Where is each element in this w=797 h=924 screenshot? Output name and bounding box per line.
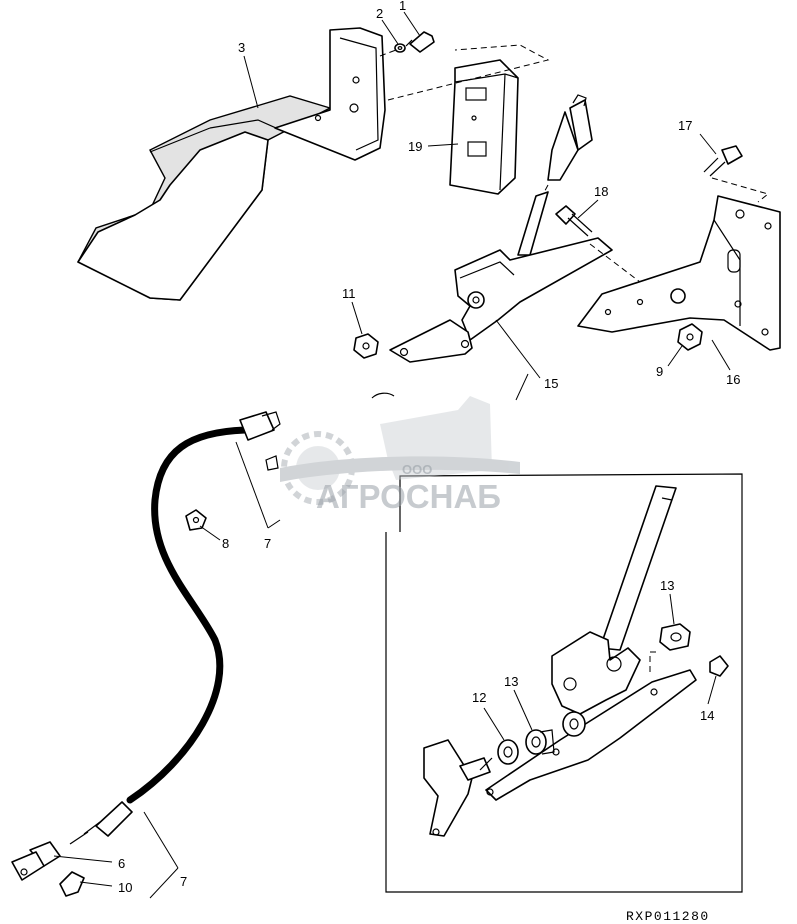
- inset-lever-arm: [423, 739, 491, 837]
- part-9-nut: [677, 323, 703, 351]
- callout-15: 15: [544, 376, 558, 391]
- part-19-block: [449, 59, 519, 195]
- callout-13-upper: 13: [660, 578, 674, 593]
- assembly-line-bolt-1: [379, 49, 397, 57]
- callout-13-lower: 13: [504, 674, 518, 689]
- part-14-clip: [709, 655, 729, 677]
- cable-clip-fragment: [265, 392, 395, 471]
- callout-7b: 7: [180, 874, 187, 889]
- callout-9: 9: [656, 364, 663, 379]
- watermark-logo: ООО АГРОСНАБ: [280, 396, 520, 515]
- part-18-bolt: [555, 205, 593, 237]
- callout-17: 17: [678, 118, 692, 133]
- part-12-washer: [497, 739, 519, 765]
- callout-12: 12: [472, 690, 486, 705]
- part-13-bushing-lower: [525, 729, 555, 755]
- part-2-washer: [394, 43, 406, 53]
- callout-7a: 7: [264, 536, 271, 551]
- callout-11: 11: [342, 286, 356, 301]
- callout-10: 10: [118, 880, 132, 895]
- part-17-bolt: [703, 145, 743, 177]
- callout-3: 3: [238, 40, 245, 55]
- part-3-shroud: [77, 95, 332, 301]
- rod-spring: [517, 94, 593, 256]
- callout-8: 8: [222, 536, 229, 551]
- callout-18: 18: [594, 184, 608, 199]
- inset-spacer: [562, 711, 586, 737]
- mounting-bracket: [274, 27, 386, 161]
- callout-labels: 1 2 3 19 17 18 11 15 9 16 8 7 6 10 7 12 …: [118, 0, 740, 895]
- part-1-bolt: [405, 31, 435, 53]
- callout-16: 16: [726, 372, 740, 387]
- detail-inset: [385, 473, 743, 893]
- callout-1: 1: [399, 0, 406, 13]
- callout-14: 14: [700, 708, 714, 723]
- assembly-line-19: [387, 44, 550, 101]
- part-13-bushing-upper: [659, 623, 691, 651]
- inset-rod: [599, 485, 677, 651]
- callout-6: 6: [118, 856, 125, 871]
- part-10-clip: [59, 871, 85, 897]
- leader-lines: [53, 11, 731, 899]
- inset-clevis: [551, 631, 641, 715]
- part-15-lever-assembly: [389, 237, 613, 363]
- assembly-line-18: [589, 243, 641, 283]
- part-7-control-cable: [11, 411, 281, 881]
- watermark-company-form: ООО: [402, 462, 432, 477]
- part-16-mounting-plate: [577, 195, 781, 351]
- part-8-clip: [185, 509, 207, 531]
- inset-assembly-line-14: [649, 651, 656, 674]
- callout-19: 19: [408, 139, 422, 154]
- figure-code: RXP011280: [626, 909, 710, 924]
- watermark-brand: АГРОСНАБ: [316, 478, 501, 515]
- callout-2: 2: [376, 6, 383, 21]
- part-11-clip: [353, 333, 379, 359]
